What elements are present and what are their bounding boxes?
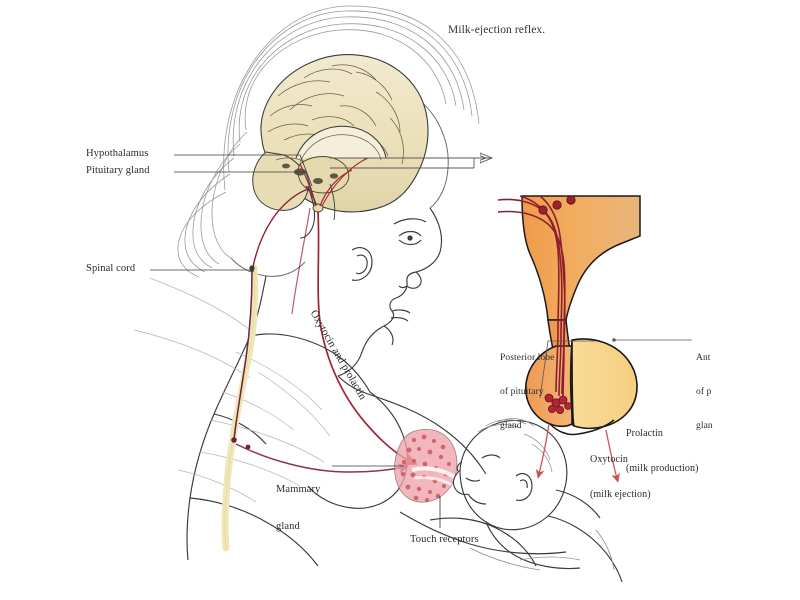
pituitary-inset-diagram [497, 195, 692, 483]
label-posterior-lobe-line2: of pituitary [500, 387, 544, 398]
label-pituitary-gland: Pituitary gland [86, 165, 150, 176]
leader-lines [150, 154, 441, 528]
label-anterior-lobe-line3: glan [696, 420, 713, 431]
neuron-cell-bodies-upper [538, 195, 576, 215]
label-prolactin-line1: Prolactin [626, 427, 664, 439]
label-anterior-lobe: Ant of p glan [696, 331, 800, 454]
sketch-details [133, 277, 331, 503]
label-mammary-gland-line2: gland [276, 520, 300, 532]
hair-contours [177, 5, 480, 278]
axon-terminals-posterior-lobe [544, 393, 572, 414]
label-oxytocin: Oxytocin (milk ejection) [590, 430, 651, 524]
label-prolactin: Prolactin (milk production) [626, 404, 699, 498]
torso-outline [186, 275, 487, 567]
pointer-arrow [330, 158, 492, 169]
label-posterior-lobe-line3: gland [500, 420, 522, 431]
label-spinal-cord: Spinal cord [86, 263, 136, 274]
label-touch-receptors: Touch receptors [410, 534, 479, 545]
label-mammary-gland: Mammary gland [276, 459, 320, 558]
mammary-gland-tissue [394, 428, 458, 503]
label-oxytocin-line1: Oxytocin [590, 453, 629, 465]
infant [399, 418, 623, 583]
label-posterior-lobe: Posterior lobe of pituitary gland [500, 331, 554, 454]
label-prolactin-line2: (milk production) [626, 462, 699, 474]
figure-title: Milk-ejection reflex. [448, 24, 546, 36]
label-hypothalamus: Hypothalamus [86, 148, 149, 159]
label-anterior-lobe-line1: Ant [696, 353, 711, 364]
label-anterior-lobe-line2: of p [696, 387, 712, 398]
face-profile [337, 207, 443, 377]
brain [252, 54, 429, 239]
label-oxytocin-line2: (milk ejection) [590, 488, 651, 500]
label-mammary-gland-line1: Mammary [276, 483, 321, 495]
hormone-arrows [535, 423, 620, 483]
label-posterior-lobe-line1: Posterior lobe [500, 353, 555, 364]
